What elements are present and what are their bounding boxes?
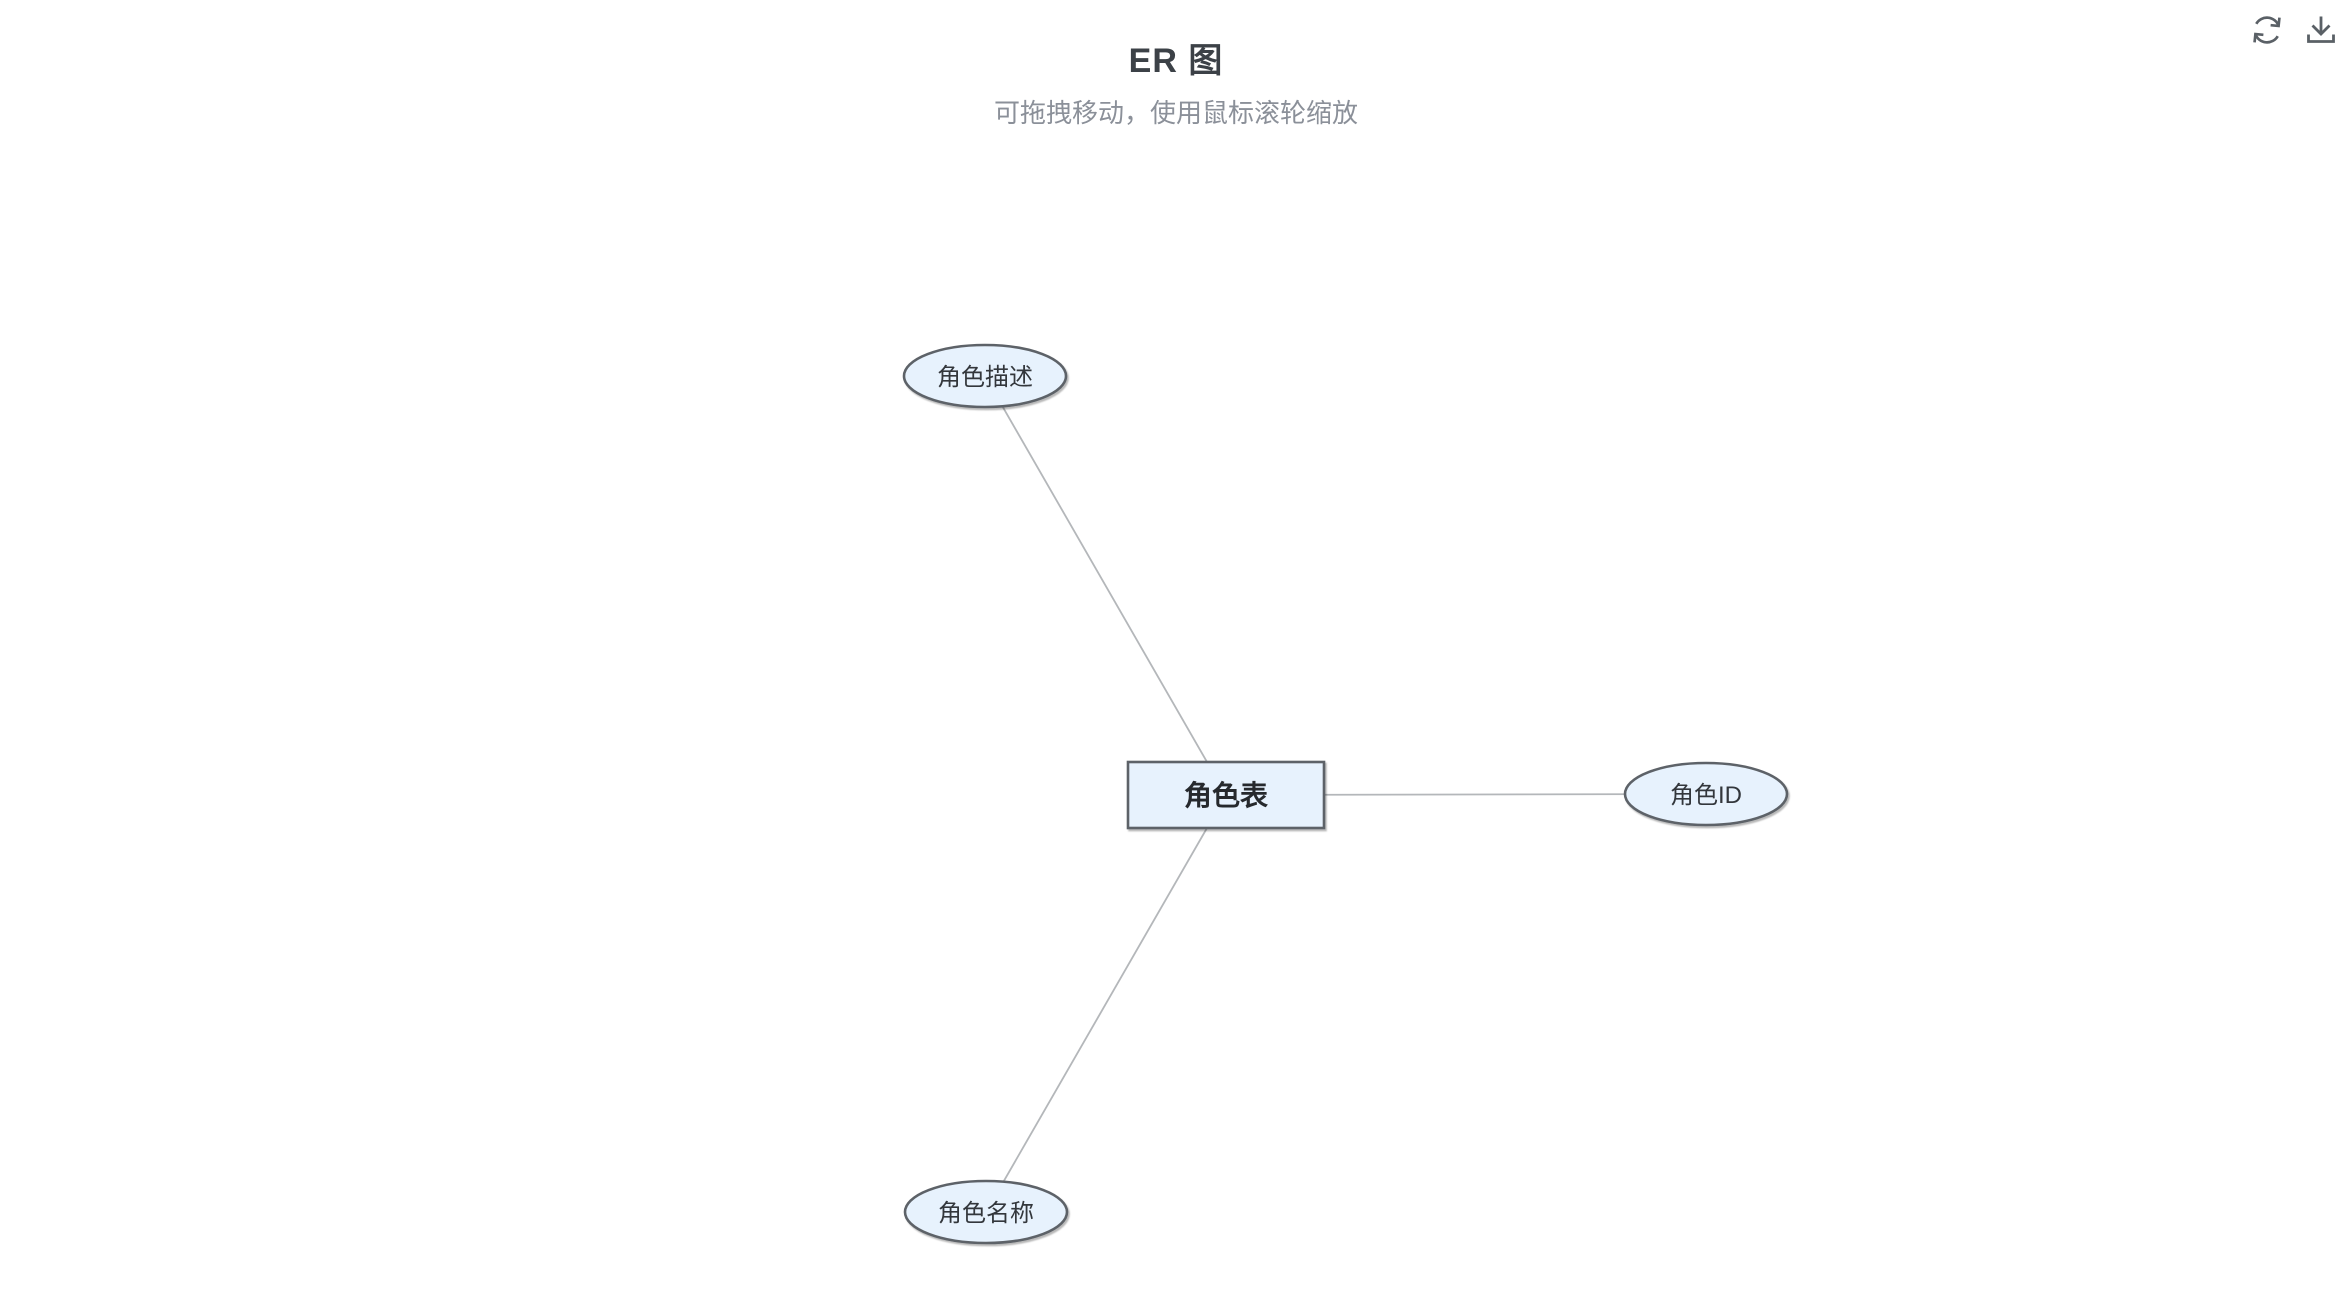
refresh-button[interactable] xyxy=(2248,11,2286,49)
attribute-ellipse[interactable] xyxy=(902,343,1068,409)
download-button[interactable] xyxy=(2302,11,2340,49)
attribute-ellipse[interactable] xyxy=(903,1179,1069,1245)
entity-label: 角色表 xyxy=(1184,779,1268,811)
toolbar xyxy=(2248,11,2340,49)
attribute-label: 角色描述 xyxy=(937,364,1033,391)
refresh-icon xyxy=(2253,16,2281,44)
page-subtitle: 可拖拽移动，使用鼠标滚轮缩放 xyxy=(993,98,1358,128)
attribute-label: 角色ID xyxy=(1670,782,1742,809)
attribute-node-role-id[interactable]: 角色ID xyxy=(1623,761,1789,827)
entity-node-role-table[interactable]: 角色表 xyxy=(1126,760,1326,830)
edge-entity-to-role-description xyxy=(984,375,1227,796)
download-icon xyxy=(2307,16,2335,43)
entity-rectangle[interactable] xyxy=(1126,760,1326,830)
attribute-ellipse[interactable] xyxy=(1623,761,1789,827)
page-title: ER 图 xyxy=(1128,42,1224,80)
edge-entity-to-role-name xyxy=(985,794,1227,1213)
page-header: ER 图 可拖拽移动，使用鼠标滚轮缩放 xyxy=(0,0,2352,128)
attribute-label: 角色名称 xyxy=(938,1200,1034,1227)
attribute-node-role-name[interactable]: 角色名称 xyxy=(903,1179,1069,1245)
attribute-node-role-description[interactable]: 角色描述 xyxy=(902,343,1068,409)
edge-group xyxy=(984,375,1707,1213)
